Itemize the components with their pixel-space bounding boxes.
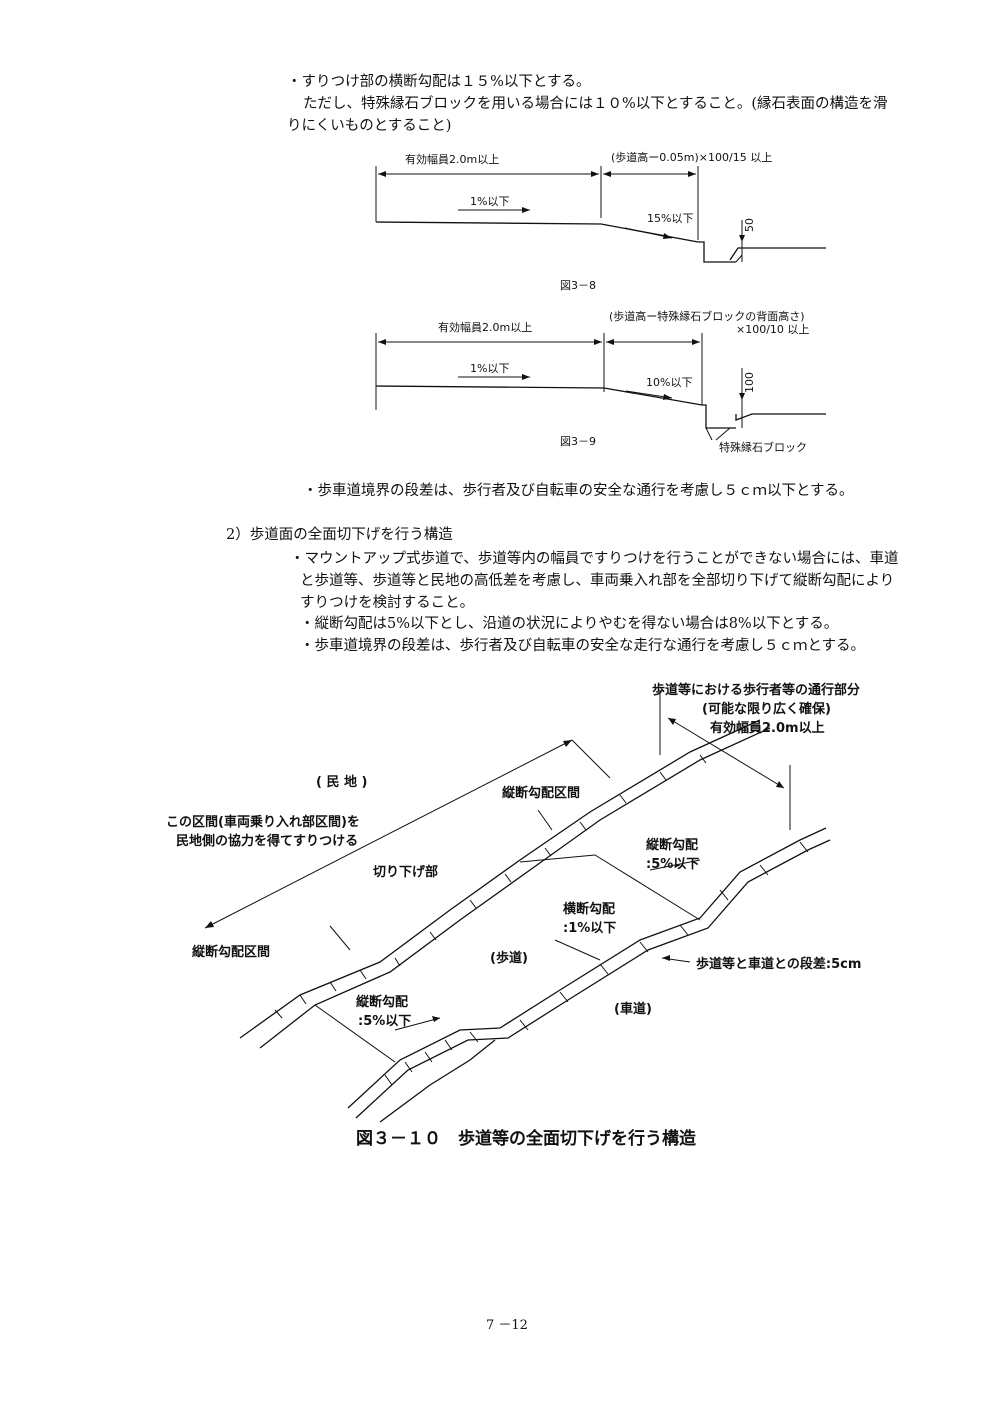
fig10-minchi: ( 民 地 ) xyxy=(316,774,367,790)
section2-heading: 2）歩道面の全面切下げを行う構造 xyxy=(226,527,453,543)
fig8-width-label: 有効幅員2.0m以上 xyxy=(405,152,499,166)
fig9-curb-label: 特殊縁石ブロック xyxy=(719,440,807,454)
fig8-slope-1: 1%以下 xyxy=(470,195,509,208)
fig10-longi-section-left: 縦断勾配区間 xyxy=(192,944,270,960)
page-number: 7 －12 xyxy=(486,1318,528,1333)
fig10-top-right-3: 有効幅員2.0m以上 xyxy=(710,720,825,736)
after-figs-bullet: ・歩車道境界の段差は、歩行者及び自転車の安全な通行を考慮し５ｃｍ以下とする。 xyxy=(303,483,854,499)
fig10-top-right-1: 歩道等における歩行者等の通行部分 xyxy=(652,682,860,698)
intro-line-3: りにくいものとすること) xyxy=(287,118,452,134)
fig9-slope-2: 10%以下 xyxy=(646,376,692,389)
intro-line-2: ただし、特殊縁石ブロックを用いる場合には１０%以下とすること。(縁石表面の構造を… xyxy=(303,96,888,112)
section2-b1-line2: と歩道等、歩道等と民地の高低差を考慮し、車両乗入れ部を全部切り下げて縦断勾配によ… xyxy=(300,573,895,589)
fig10-top-right-2: (可能な限り広く確保) xyxy=(702,701,831,717)
fig10-caption: 図３－１０ 歩道等の全面切下げを行う構造 xyxy=(356,1129,696,1149)
fig10-sidewalk: (歩道) xyxy=(490,950,528,966)
fig10-longi-left-2: :5%以下 xyxy=(358,1014,411,1029)
fig10-cross-1: 横断勾配 xyxy=(563,901,615,917)
section2-b2: ・縦断勾配は5%以下とし、沿道の状況によりやむを得ない場合は8%以下とする。 xyxy=(300,616,839,632)
figure-3-8: 有効幅員2.0m以上 (歩道高ー0.05m)×100/15 以上 1%以下 15… xyxy=(375,150,826,292)
fig9-caption: 図3－9 xyxy=(560,435,596,448)
fig10-step-note: 歩道等と車道との段差:5cm xyxy=(696,956,861,972)
fig10-longi-section-top: 縦断勾配区間 xyxy=(502,785,580,801)
fig9-formula-1: (歩道高ー特殊縁石ブロックの背面高さ) xyxy=(609,309,805,323)
section2-b1-line3: すりつけを検討すること。 xyxy=(300,595,475,611)
fig10-roadway: (車道) xyxy=(614,1001,652,1017)
fig10-longi-left-1: 縦断勾配 xyxy=(356,994,408,1010)
fig8-caption: 図3－8 xyxy=(560,279,596,292)
fig9-formula-2: ×100/10 以上 xyxy=(736,323,809,336)
section2-b3: ・歩車道境界の段差は、歩行者及び自転車の安全な走行な通行を考慮し５ｃｍとする。 xyxy=(300,638,866,654)
section2-b1-line1: ・マウントアップ式歩道で、歩道等内の幅員ですりつけを行うことができない場合には、… xyxy=(290,551,899,567)
fig10-note-1: この区間(車両乗り入れ部区間)を xyxy=(166,814,360,830)
fig10-longi-right-2: :5%以下 xyxy=(646,857,699,872)
fig9-slope-1: 1%以下 xyxy=(470,362,509,375)
fig9-step: 100 xyxy=(743,372,756,393)
fig10-longi-right-1: 縦断勾配 xyxy=(646,837,698,853)
fig9-width-label: 有効幅員2.0m以上 xyxy=(438,320,532,334)
fig8-formula: (歩道高ー0.05m)×100/15 以上 xyxy=(611,150,772,164)
fig10-note-2: 民地側の協力を得てすりつける xyxy=(176,833,358,849)
fig10-cross-2: :1%以下 xyxy=(563,921,616,936)
fig8-step: 50 xyxy=(743,218,756,232)
fig8-slope-2: 15%以下 xyxy=(647,212,693,225)
fig10-cut-down: 切り下げ部 xyxy=(373,864,438,880)
intro-bullet-1: ・すりつけ部の横断勾配は１５%以下とする。 xyxy=(287,74,591,90)
figure-3-9: 有効幅員2.0m以上 (歩道高ー特殊縁石ブロックの背面高さ) ×100/10 以… xyxy=(375,309,826,454)
